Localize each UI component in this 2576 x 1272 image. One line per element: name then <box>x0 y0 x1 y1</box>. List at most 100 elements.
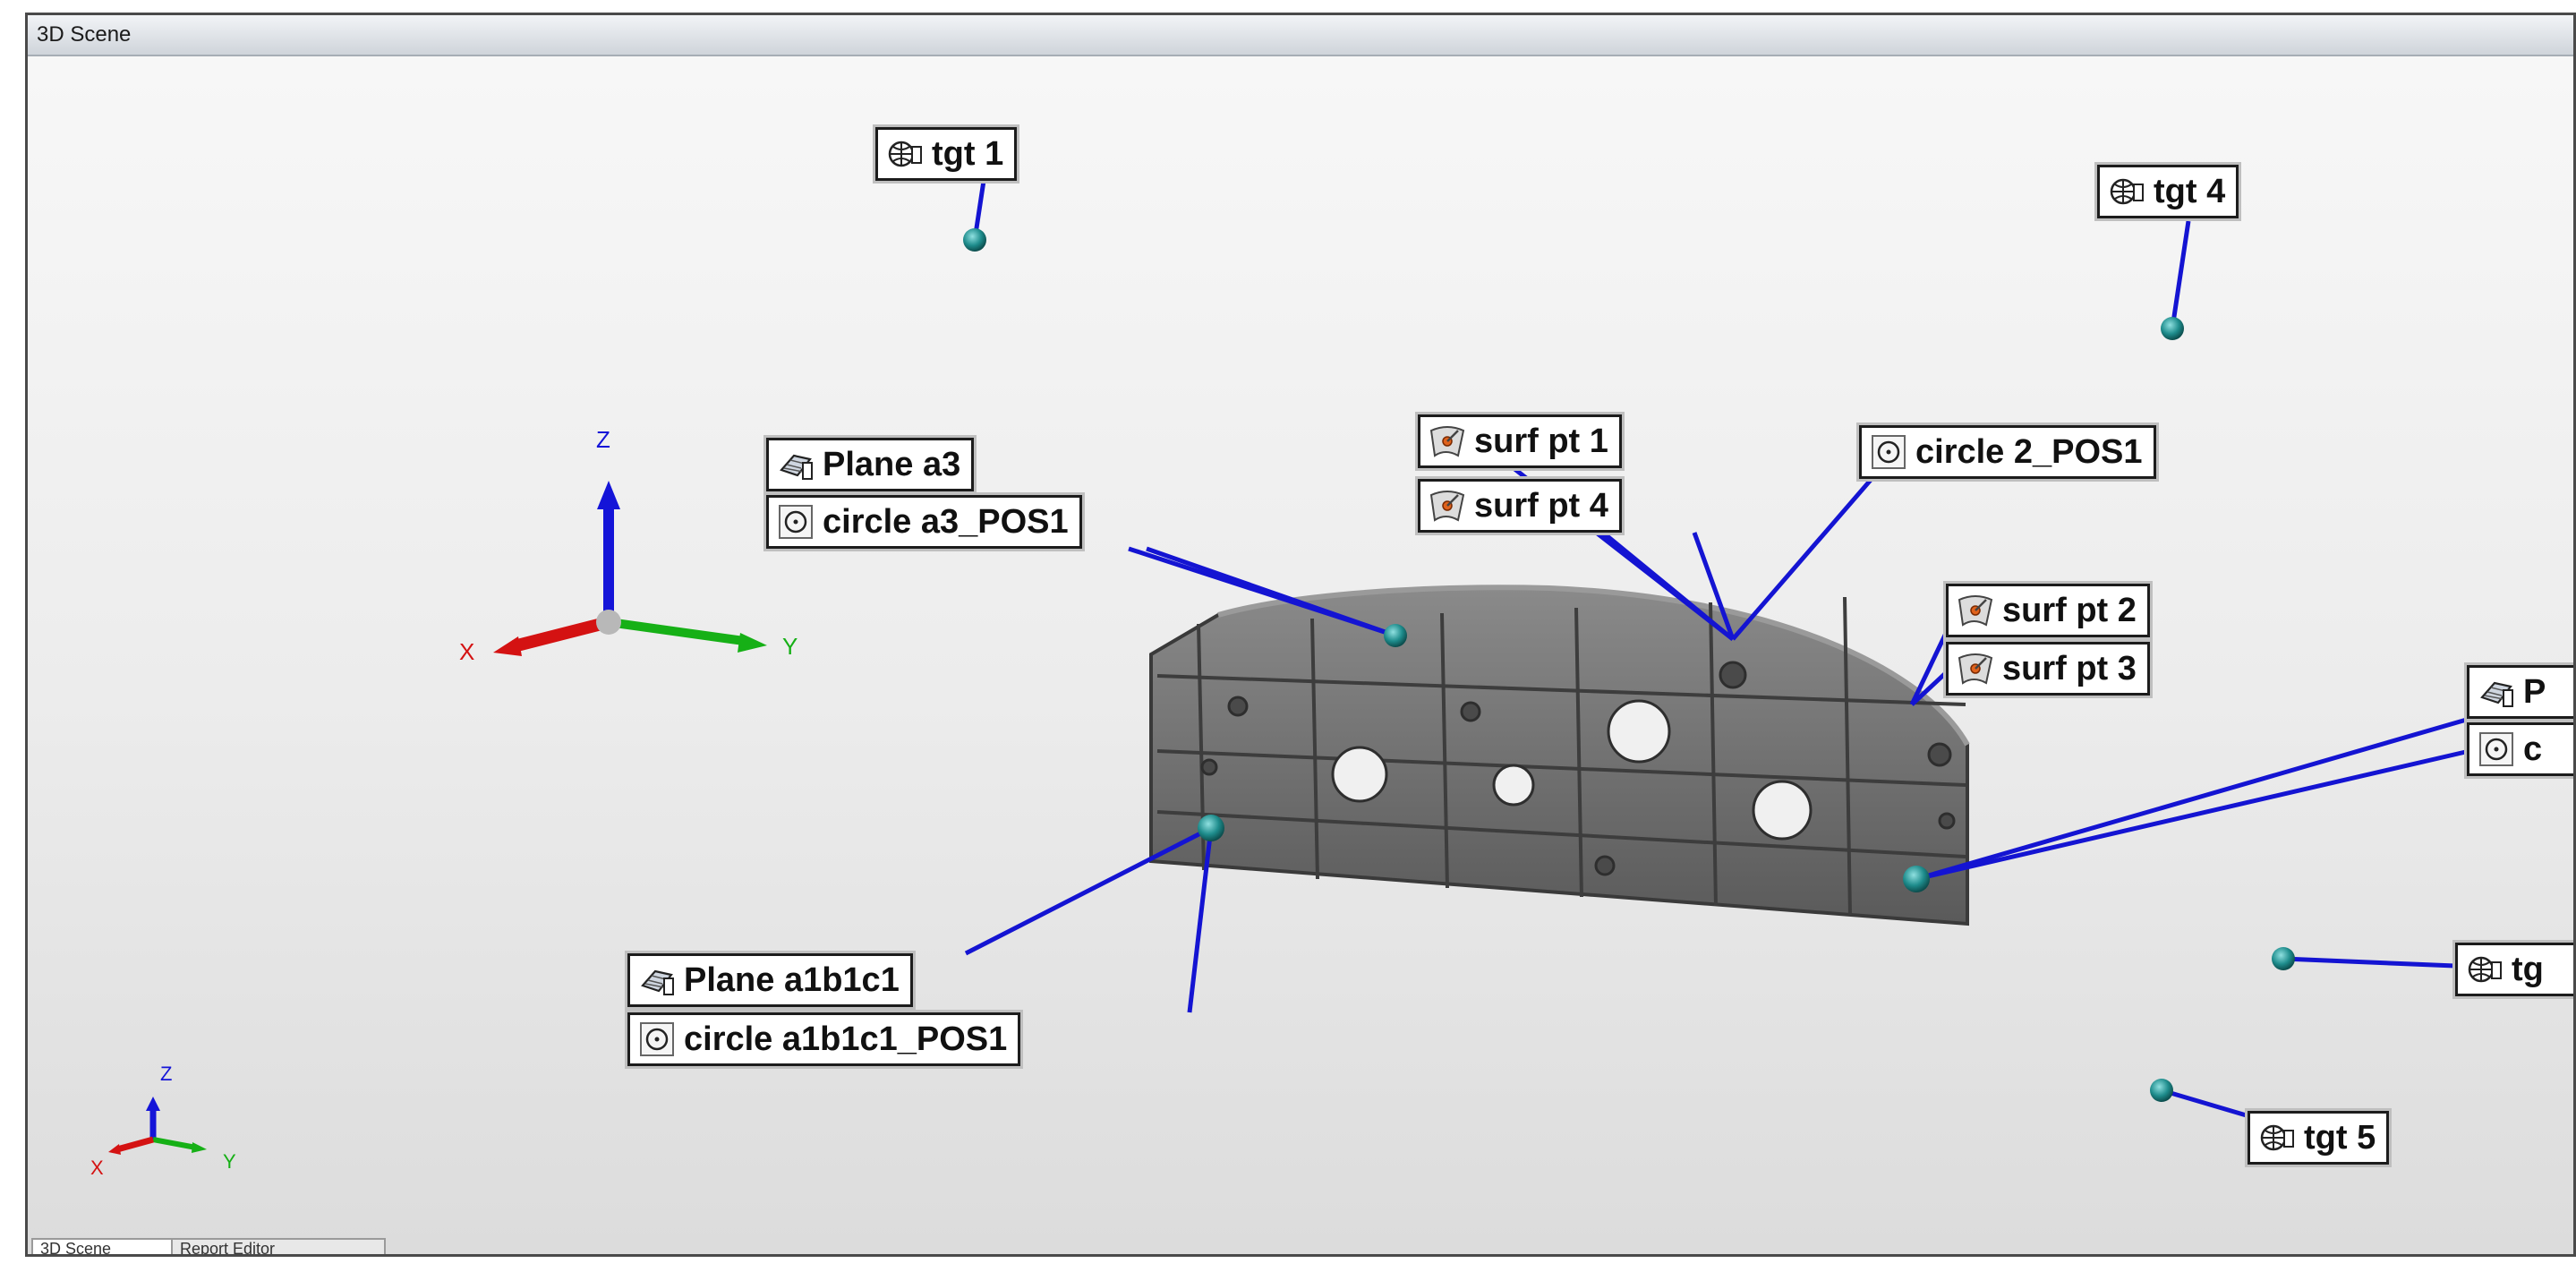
part-rib-vertical <box>1310 618 1319 880</box>
label-tgt-right[interactable]: tg <box>2455 943 2573 996</box>
target-points[interactable] <box>963 228 2295 1102</box>
surface-point-icon <box>1429 491 1465 522</box>
target-point-tgt4[interactable] <box>2161 317 2184 340</box>
label-text-circle-a3: circle a3_POS1 <box>823 503 1069 541</box>
target-point-right[interactable] <box>2272 947 2295 970</box>
leader-tgt5 <box>2161 1088 2250 1119</box>
leader-circle-right <box>1915 748 2470 882</box>
part-rib-vertical <box>1440 612 1449 889</box>
part-rib-horizontal <box>1156 749 1966 787</box>
label-text-surf-pt4: surf pt 4 <box>1474 487 1608 525</box>
label-text-plane-right: P <box>2523 673 2546 711</box>
3d-scene-window: 3D Scene <box>25 13 2576 1257</box>
feature-point-a1b1c1[interactable] <box>1198 815 1224 841</box>
axis-small-x-label: X <box>90 1157 104 1179</box>
part-top-edge <box>1217 585 1970 747</box>
feature-point-circle-a3[interactable] <box>1384 624 1407 647</box>
target-point-tgt1[interactable] <box>963 228 986 252</box>
part-rib-vertical <box>1574 607 1583 898</box>
axis-small-y-label: Y <box>223 1150 236 1173</box>
window-titlebar: 3D Scene <box>28 15 2573 56</box>
plane-icon <box>780 454 813 480</box>
3d-viewport[interactable]: Z Y X Z Y X <box>28 15 2576 1257</box>
circle-feature-icon <box>640 1022 674 1056</box>
label-text-tgt4: tgt 4 <box>2154 173 2226 210</box>
target-globe-icon <box>888 141 922 167</box>
label-surf-pt3[interactable]: surf pt 3 <box>1946 642 2150 696</box>
label-plane-a1b1c1[interactable]: Plane a1b1c1 <box>627 953 913 1007</box>
axis-triad-small: Z Y X <box>90 1063 236 1179</box>
part-hole <box>1594 855 1616 876</box>
part-ribs <box>1156 596 1966 916</box>
feature-point-right[interactable] <box>1903 866 1930 892</box>
leader-surf-pt4 <box>1601 531 1735 641</box>
label-text-plane-a1b1c1: Plane a1b1c1 <box>684 961 900 999</box>
part-rib-horizontal <box>1156 674 1966 706</box>
leader-circle-a3 <box>1128 546 1396 638</box>
part-hole <box>1719 661 1747 689</box>
circle-feature-icon <box>2479 732 2513 766</box>
axis-main-x-label: X <box>459 638 474 665</box>
label-text-surf-pt2: surf pt 2 <box>2002 592 2137 629</box>
label-text-plane-a3: Plane a3 <box>823 446 961 483</box>
axis-triad-main: Z Y X <box>459 426 798 665</box>
label-text-tgt5: tgt 5 <box>2304 1119 2376 1157</box>
label-text-surf-pt3: surf pt 3 <box>2002 650 2137 687</box>
part-model[interactable] <box>1149 585 1970 926</box>
part-rib-horizontal <box>1156 810 1966 858</box>
leader-surf-pt4b <box>1692 532 1736 640</box>
circle-feature-icon <box>779 505 813 539</box>
label-surf-pt2[interactable]: surf pt 2 <box>1946 584 2150 637</box>
surface-point-icon <box>1429 426 1465 457</box>
part-rib-vertical <box>1843 596 1852 916</box>
circle-feature-icon <box>1872 435 1906 469</box>
label-circle-a3[interactable]: circle a3_POS1 <box>766 495 1082 549</box>
axis-small-z-label: Z <box>160 1063 172 1085</box>
axis-main-z-label: Z <box>596 426 610 453</box>
label-tgt4[interactable]: tgt 4 <box>2097 165 2239 218</box>
surface-point-icon <box>1958 595 1993 627</box>
tab-report-editor-label: Report Editor <box>180 1240 276 1254</box>
label-circle-a1b1c1[interactable]: circle a1b1c1_POS1 <box>627 1012 1021 1066</box>
label-circle-right[interactable]: c <box>2467 722 2573 776</box>
leader-surf-pt3 <box>1910 667 1952 706</box>
target-globe-icon <box>2110 178 2144 205</box>
part-hole <box>1938 812 1956 830</box>
part-hole <box>1607 699 1671 764</box>
leader-plane-right <box>1915 716 2470 882</box>
target-point-tgt5[interactable] <box>2150 1079 2173 1102</box>
part-hole <box>1460 701 1481 722</box>
window-title: 3D Scene <box>37 22 132 47</box>
leader-circle-a1b1c1 <box>1187 827 1214 1013</box>
label-text-circle2: circle 2_POS1 <box>1915 433 2143 471</box>
part-hole <box>1752 780 1813 841</box>
label-surf-pt1[interactable]: surf pt 1 <box>1418 414 1622 468</box>
label-surf-pt4[interactable]: surf pt 4 <box>1418 479 1622 533</box>
label-text-surf-pt1: surf pt 1 <box>1474 423 1608 460</box>
tab-report-editor[interactable]: Report Editor <box>171 1238 386 1254</box>
part-hole <box>1492 764 1535 807</box>
target-globe-icon <box>2260 1124 2294 1151</box>
tab-3d-scene[interactable]: 3D Scene <box>31 1238 176 1254</box>
part-hole <box>1927 742 1952 767</box>
leader-plane-a1b1c1 <box>964 825 1213 956</box>
label-tgt5[interactable]: tgt 5 <box>2248 1111 2390 1165</box>
label-tgt1[interactable]: tgt 1 <box>875 127 1018 181</box>
part-hole <box>1227 696 1249 717</box>
part-holes <box>1200 661 1956 876</box>
label-plane-right[interactable]: P <box>2467 665 2573 719</box>
leader-tgt-right <box>2282 956 2456 969</box>
label-text-circle-right: c <box>2523 730 2543 768</box>
leader-surf-pt2 <box>1909 622 1953 706</box>
axis-main-y-label: Y <box>782 633 798 660</box>
part-hole <box>1331 746 1388 803</box>
leader-circle2 <box>1731 477 1873 641</box>
tab-3d-scene-label: 3D Scene <box>40 1240 112 1254</box>
plane-icon <box>641 969 674 995</box>
label-text-tgt1: tgt 1 <box>932 135 1004 173</box>
target-globe-icon <box>2468 956 2502 983</box>
part-hole <box>1200 758 1218 776</box>
label-circle2[interactable]: circle 2_POS1 <box>1859 425 2156 479</box>
plane-icon <box>2480 681 2513 707</box>
label-plane-a3[interactable]: Plane a3 <box>766 438 975 491</box>
